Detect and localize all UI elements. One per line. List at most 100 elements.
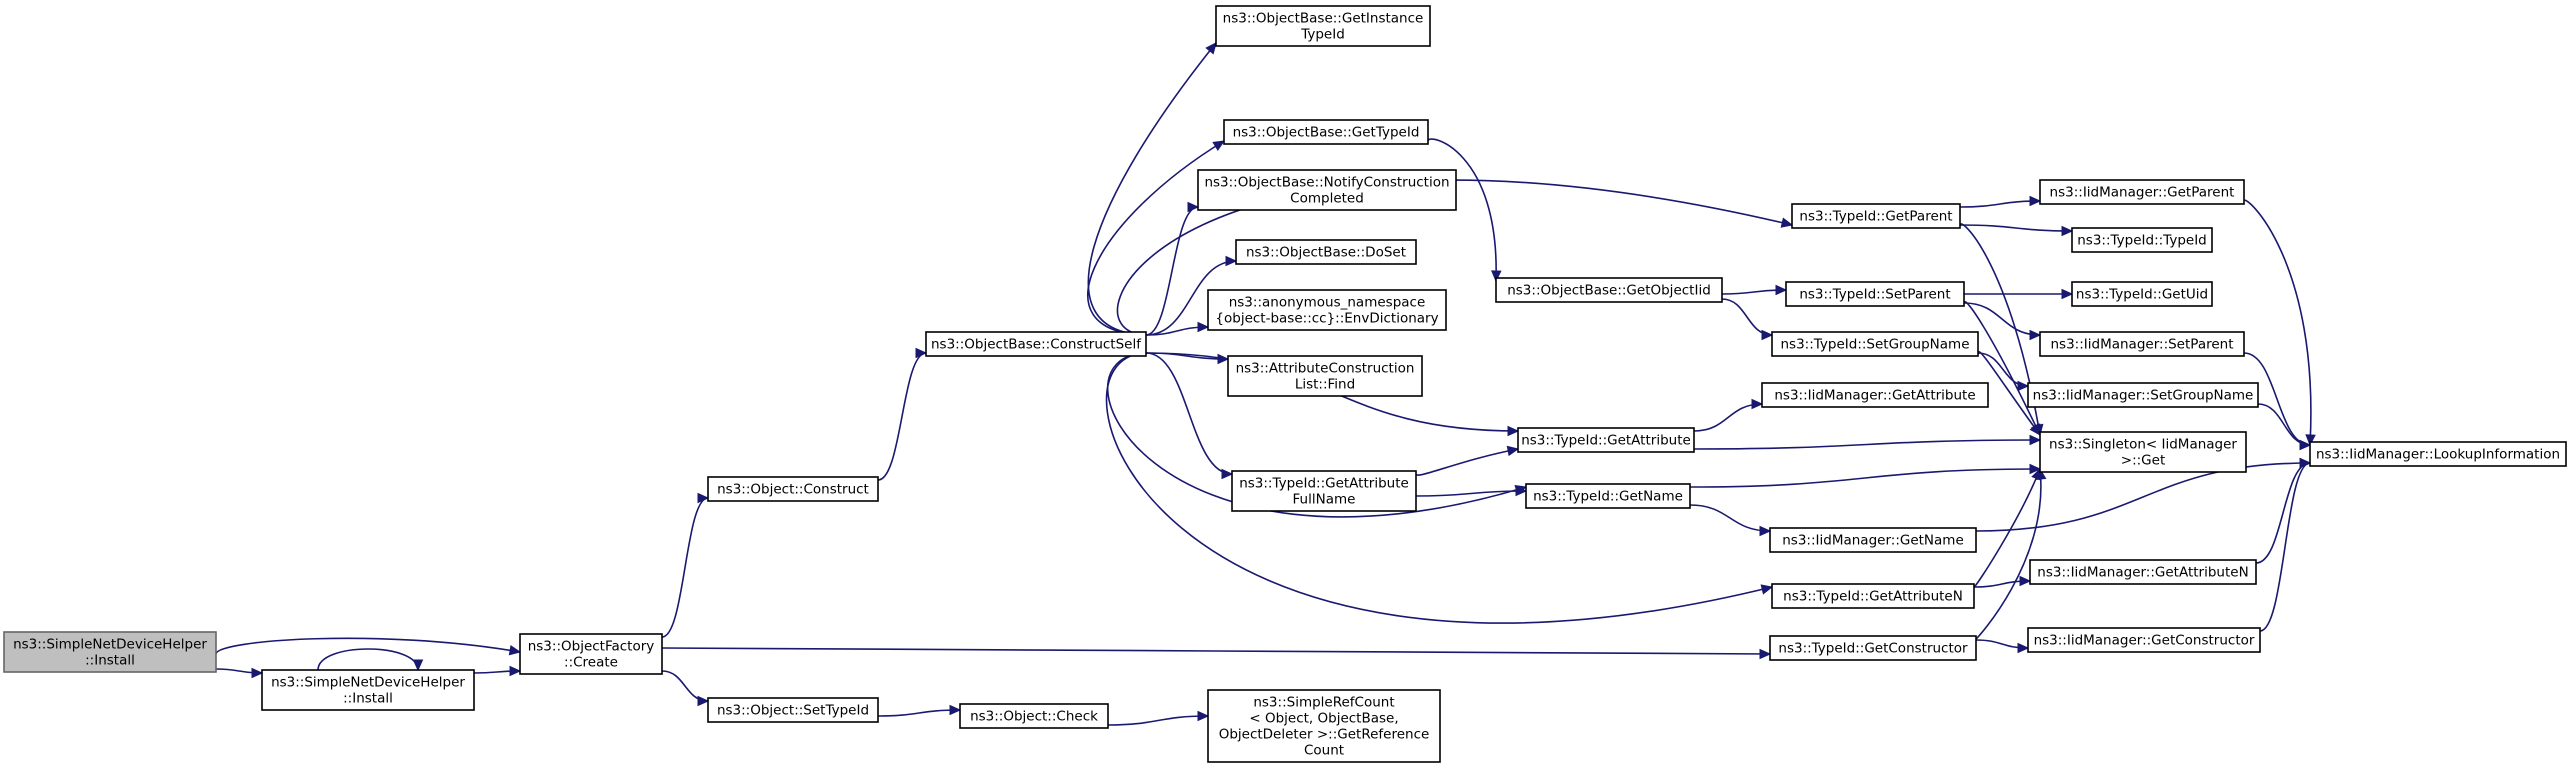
node-getname[interactable]: ns3::TypeId::GetName (1525, 483, 1691, 509)
arrowhead-icon (2019, 575, 2032, 587)
node-box (1771, 331, 1979, 357)
node-label-line: ns3::TypeId::GetAttribute (1239, 476, 1409, 492)
edge-line (1693, 439, 2041, 450)
arrowhead-icon (1187, 201, 1200, 213)
arrowhead-icon (1761, 329, 1774, 341)
node-label-line: < Object, ObjectBase, (1249, 711, 1398, 727)
edge-line (2259, 462, 2311, 632)
node-settypeid[interactable]: ns3::Object::SetTypeId (707, 697, 879, 723)
node-label-line: ns3::TypeId::SetParent (1799, 287, 1950, 303)
node-root[interactable]: ns3::SimpleNetDeviceHelper::Install (3, 631, 217, 673)
edge-line (1959, 200, 2041, 208)
node-typeidtypeid[interactable]: ns3::TypeId::TypeId (2071, 227, 2213, 253)
node-label-line: Completed (1290, 191, 1364, 207)
node-box (707, 697, 879, 723)
edge-getattrfull-to-getname (1415, 485, 1528, 497)
arrowhead-icon (1491, 270, 1502, 283)
edge-getname-to-singleton (1689, 463, 2042, 488)
node-iidgetname[interactable]: ns3::IidManager::GetName (1769, 527, 1977, 553)
arrowhead-icon (2017, 380, 2030, 392)
node-label-line: Count (1304, 743, 1344, 759)
node-box (2039, 431, 2247, 473)
node-label-line: ns3::AttributeConstruction (1236, 361, 1415, 377)
edge-getconstructor-to-singleton (1975, 467, 2047, 640)
edge-getattribute-to-singleton (1693, 434, 2042, 450)
node-getconstructor[interactable]: ns3::TypeId::GetConstructor (1769, 635, 1977, 661)
arrowhead-icon (2299, 439, 2312, 451)
edge-line (1959, 223, 2041, 436)
edges-layer (215, 42, 2316, 726)
arrowhead-icon (251, 667, 264, 679)
edge-line (1427, 138, 1497, 282)
node-box (1223, 119, 1429, 145)
node-envdict[interactable]: ns3::anonymous_namespace{object-base::cc… (1207, 289, 1447, 331)
node-box (1769, 635, 1977, 661)
node-label-line: ns3::Object::Construct (717, 482, 869, 498)
node-box (1235, 239, 1417, 265)
node-notify[interactable]: ns3::ObjectBase::NotifyConstructionCompl… (1197, 169, 1457, 211)
node-constructself[interactable]: ns3::ObjectBase::ConstructSelf (925, 331, 1147, 357)
node-label-line: >::Get (2121, 453, 2165, 469)
node-getobjectiid[interactable]: ns3::ObjectBase::GetObjectIid (1495, 277, 1723, 303)
node-gettypeid[interactable]: ns3::ObjectBase::GetTypeId (1223, 119, 1429, 145)
node-setparent[interactable]: ns3::TypeId::SetParent (1785, 281, 1965, 307)
node-iidgetattrn[interactable]: ns3::IidManager::GetAttributeN (2029, 559, 2257, 585)
node-label-line: List::Find (1295, 377, 1355, 393)
node-box (2039, 331, 2245, 357)
node-label-line: ns3::TypeId::GetConstructor (1778, 641, 1968, 657)
edge-iidgetctor-to-lookup (2259, 457, 2312, 632)
node-getattribute[interactable]: ns3::TypeId::GetAttribute (1517, 427, 1695, 453)
node-ofcreate[interactable]: ns3::ObjectFactory::Create (519, 633, 663, 675)
arrowhead-icon (2061, 225, 2074, 237)
edge-setparent-to-getuid (1963, 288, 2074, 300)
node-iidgetattr[interactable]: ns3::IidManager::GetAttribute (1761, 382, 1989, 408)
edge-settypeid-to-check (877, 704, 962, 717)
node-getparent[interactable]: ns3::TypeId::GetParent (1791, 203, 1961, 229)
node-label-line: ns3::anonymous_namespace (1229, 295, 1426, 311)
edge-line (1145, 352, 1233, 475)
node-iidgetctor[interactable]: ns3::IidManager::GetConstructor (2027, 627, 2261, 653)
node-box (261, 669, 475, 711)
node-box (1517, 427, 1695, 453)
edge-line (1415, 490, 1527, 497)
node-box (2309, 441, 2567, 467)
edge-line (1975, 462, 2311, 532)
node-label-line: ns3::IidManager::SetParent (2051, 337, 2234, 353)
node-iidsetgroup[interactable]: ns3::IidManager::SetGroupName (2027, 382, 2259, 408)
edge-line (1087, 140, 1225, 336)
node-box (2029, 559, 2257, 585)
edge-line (1105, 352, 1773, 624)
node-getuid[interactable]: ns3::TypeId::GetUid (2071, 281, 2213, 307)
node-label-line: ns3::IidManager::LookupInformation (2316, 447, 2560, 463)
node-objconstruct[interactable]: ns3::Object::Construct (707, 476, 879, 502)
node-label-line: ns3::ObjectBase::GetInstance (1223, 11, 1424, 27)
node-lookup[interactable]: ns3::IidManager::LookupInformation (2309, 441, 2567, 467)
arrowhead-icon (2029, 423, 2041, 436)
node-box (1771, 583, 1975, 609)
node-singleton[interactable]: ns3::Singleton< IidManager >::Get (2039, 431, 2247, 473)
edge-ofcreate-to-settypeid (661, 670, 710, 707)
node-refcount[interactable]: ns3::SimpleRefCount< Object, ObjectBase,… (1207, 689, 1441, 763)
arrowhead-icon (2017, 642, 2030, 654)
node-iidsetparent[interactable]: ns3::IidManager::SetParent (2039, 331, 2245, 357)
node-install2[interactable]: ns3::SimpleNetDeviceHelper::Install (261, 669, 475, 711)
edge-line (2243, 199, 2312, 446)
node-setgroupname[interactable]: ns3::TypeId::SetGroupName (1771, 331, 1979, 357)
edge-line (1087, 42, 1217, 336)
node-box (2071, 227, 2213, 253)
node-check[interactable]: ns3::Object::Check (959, 703, 1109, 729)
edge-line (1959, 224, 2073, 232)
edge-line (2255, 462, 2311, 564)
edge-line (1145, 260, 1237, 336)
node-label-line: ns3::TypeId::SetGroupName (1780, 337, 1969, 353)
edge-install2-to-ofcreate (473, 665, 522, 677)
edge-constructself-to-gettypeid (1087, 140, 1226, 336)
node-getattrn[interactable]: ns3::TypeId::GetAttributeN (1771, 583, 1975, 609)
node-doset[interactable]: ns3::ObjectBase::DoSet (1235, 239, 1417, 265)
node-label-line: ns3::SimpleNetDeviceHelper (271, 675, 465, 691)
arrowhead-icon (2299, 457, 2312, 469)
node-iidgetparent[interactable]: ns3::IidManager::GetParent (2039, 179, 2245, 205)
